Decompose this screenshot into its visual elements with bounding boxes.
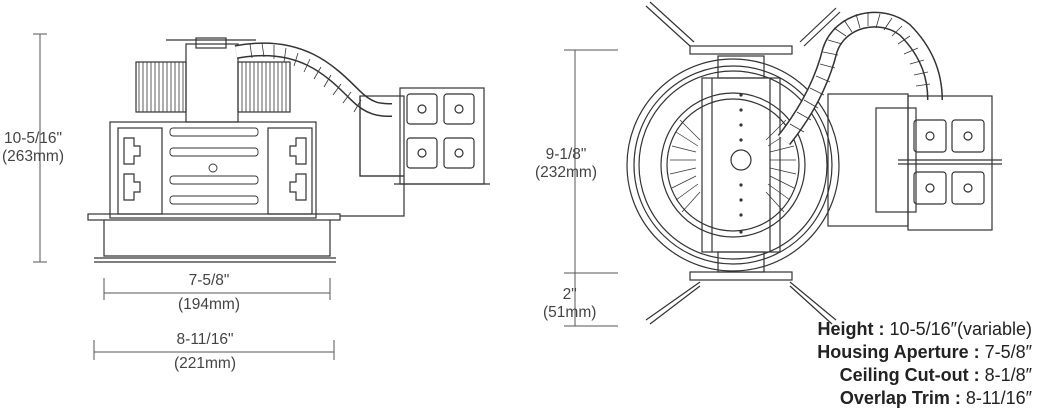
top-extension-dimension: 2" (51mm) [543,286,596,322]
spec-ceiling-cutout-value: 8-1/8″ [984,365,1032,385]
side-aperture-value: 7-5/8" [188,272,230,289]
side-height-dimension: 10-5/16" (263mm) [2,130,64,166]
spec-height-label: Height [817,319,874,339]
top-extension-value: 2" [562,286,577,303]
side-height-value: 10-5/16" [3,130,63,147]
top-extension-metric: (51mm) [543,304,597,321]
side-trim-metric: (221mm) [174,355,237,372]
side-aperture-metric: (194mm) [178,296,241,313]
spec-ceiling-cutout-label: Ceiling Cut-out [839,365,969,385]
top-view-fixture [564,1,1002,327]
spec-housing-aperture-label: Housing Aperture [817,342,969,362]
side-trim-dimension: 8-11/16" (221mm) [174,331,236,373]
top-height-dimension: 9-1/8" (232mm) [535,146,597,182]
spec-height-value: 10-5/16″(variable) [889,319,1032,339]
side-trim-value: 8-11/16" [176,331,234,348]
spec-ceiling-cutout: Ceiling Cut-out : 8-1/8″ [839,365,1032,385]
spec-overlap-trim: Overlap Trim : 8-11/16″ [839,388,1032,408]
spec-housing-aperture: Housing Aperture : 7-5/8″ [817,342,1032,362]
side-view-fixture [33,33,490,360]
spec-housing-aperture-value: 7-5/8″ [984,342,1032,362]
top-height-value: 9-1/8" [545,146,587,163]
side-height-metric: (263mm) [2,148,65,165]
spec-overlap-trim-value: 8-11/16″ [965,388,1032,408]
spec-height: Height : 10-5/16″(variable) [817,319,1032,339]
side-aperture-dimension: 7-5/8" (194mm) [178,272,240,314]
top-height-metric: (232mm) [535,164,598,181]
spec-overlap-trim-label: Overlap Trim [839,388,950,408]
